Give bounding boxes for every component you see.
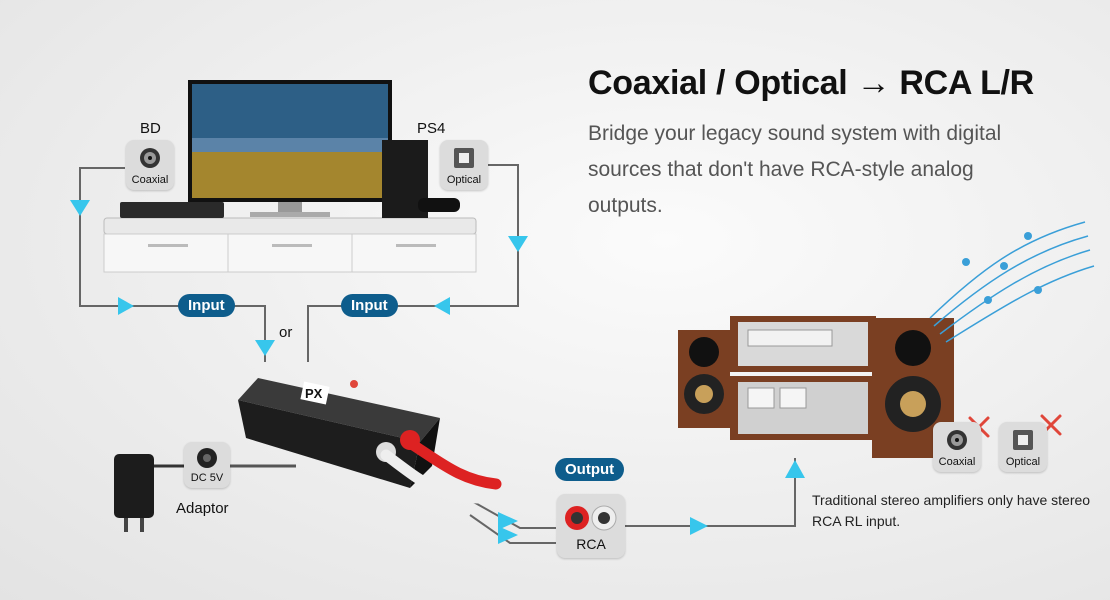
dc-jack-icon bbox=[197, 448, 217, 468]
rca-caption: RCA bbox=[576, 536, 606, 552]
optical-jack-icon bbox=[454, 148, 474, 168]
converter-logo: PX bbox=[305, 386, 323, 401]
amp-optical-port: Optical bbox=[999, 422, 1047, 472]
stereo-illustration bbox=[678, 316, 954, 458]
page-title: Coaxial / Optical → RCA L/R bbox=[588, 64, 1034, 102]
ps4-optical-port: Optical bbox=[440, 140, 488, 190]
dc-port: DC 5V bbox=[184, 442, 230, 488]
output-pill: Output bbox=[555, 458, 625, 481]
bd-coaxial-port: Coaxial bbox=[126, 140, 174, 190]
amp-coaxial-port: Coaxial bbox=[933, 422, 981, 472]
converter-illustration bbox=[230, 378, 502, 504]
ps4-port-caption: Optical bbox=[446, 174, 482, 186]
flow-arrows bbox=[70, 200, 805, 544]
coaxial-jack-icon bbox=[140, 148, 160, 168]
music-notes-illustration bbox=[929, 221, 1095, 343]
rca-jacks-icon bbox=[565, 505, 617, 531]
amp-coaxial-caption: Coaxial bbox=[938, 456, 976, 468]
optical-jack-icon bbox=[1013, 430, 1033, 450]
adaptor-label: Adaptor bbox=[176, 500, 229, 517]
page-subtitle: Bridge your legacy sound system with dig… bbox=[588, 122, 1002, 217]
rca-port: RCA bbox=[557, 494, 625, 558]
adaptor-illustration bbox=[114, 454, 186, 532]
amp-optical-caption: Optical bbox=[1005, 456, 1041, 468]
tv-cabinet-illustration bbox=[103, 80, 477, 273]
bd-label: BD bbox=[140, 120, 161, 137]
dc-caption: DC 5V bbox=[190, 472, 224, 484]
amplifier-note: Traditional stereo amplifiers only have … bbox=[812, 492, 1091, 529]
cable-lines bbox=[79, 164, 796, 544]
coaxial-jack-icon bbox=[947, 430, 967, 450]
input-pill-left: Input bbox=[178, 294, 235, 317]
input-pill-right: Input bbox=[341, 294, 398, 317]
ps4-label: PS4 bbox=[417, 120, 446, 137]
bd-port-caption: Coaxial bbox=[131, 174, 169, 186]
or-text: or bbox=[279, 324, 293, 341]
